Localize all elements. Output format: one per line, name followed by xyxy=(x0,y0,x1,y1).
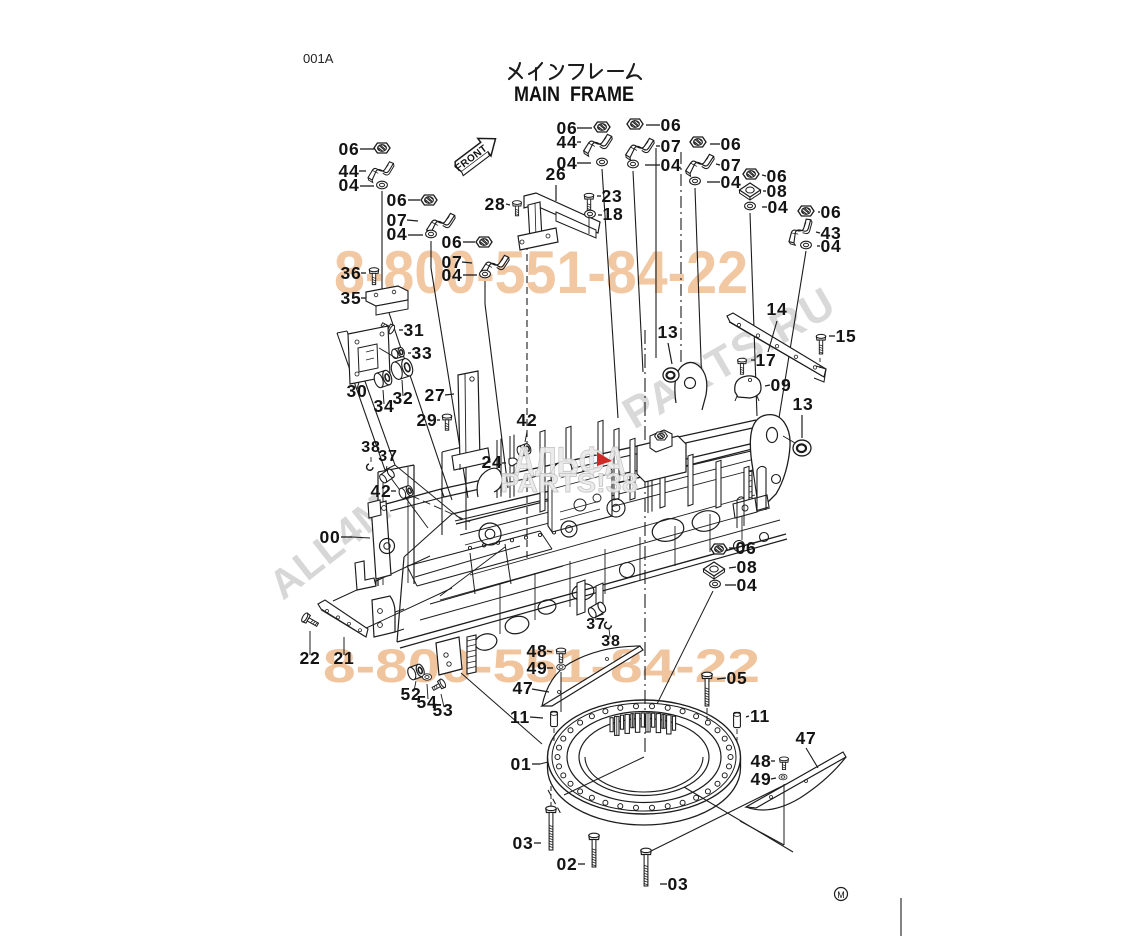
svg-text:47: 47 xyxy=(512,678,533,698)
svg-text:09: 09 xyxy=(770,375,791,395)
svg-text:30: 30 xyxy=(346,381,367,401)
svg-text:04: 04 xyxy=(736,575,757,595)
svg-text:M: M xyxy=(837,890,845,900)
svg-text:11: 11 xyxy=(750,706,770,726)
svg-text:04: 04 xyxy=(660,155,681,175)
svg-text:28: 28 xyxy=(484,194,505,214)
svg-text:44: 44 xyxy=(556,132,577,152)
svg-text:07: 07 xyxy=(720,155,741,175)
svg-text:06: 06 xyxy=(820,202,841,222)
svg-text:03: 03 xyxy=(667,874,688,894)
svg-text:44: 44 xyxy=(338,161,359,181)
svg-text:53: 53 xyxy=(432,700,453,720)
svg-text:PARTS!38: PARTS!38 xyxy=(500,468,638,498)
svg-text:02: 02 xyxy=(556,854,577,874)
svg-text:11: 11 xyxy=(510,707,530,727)
svg-text:29: 29 xyxy=(416,410,437,430)
svg-text:07: 07 xyxy=(660,136,681,156)
svg-text:47: 47 xyxy=(795,728,816,748)
svg-text:06: 06 xyxy=(720,134,741,154)
svg-text:00: 00 xyxy=(319,527,340,547)
svg-text:06: 06 xyxy=(386,190,407,210)
svg-text:37: 37 xyxy=(586,616,605,633)
svg-text:26: 26 xyxy=(545,164,566,184)
svg-text:04: 04 xyxy=(441,265,462,285)
svg-text:08: 08 xyxy=(736,557,757,577)
svg-text:27: 27 xyxy=(424,385,445,405)
svg-text:18: 18 xyxy=(602,204,623,224)
svg-text:04: 04 xyxy=(767,197,788,217)
svg-text:21: 21 xyxy=(333,648,354,668)
svg-text:36: 36 xyxy=(340,263,361,283)
svg-text:04: 04 xyxy=(556,153,577,173)
svg-text:04: 04 xyxy=(386,224,407,244)
svg-text:22: 22 xyxy=(299,648,320,668)
svg-text:06: 06 xyxy=(735,538,756,558)
svg-text:15: 15 xyxy=(835,326,856,346)
svg-text:42: 42 xyxy=(370,481,391,501)
svg-text:13: 13 xyxy=(792,394,813,414)
svg-text:06: 06 xyxy=(338,139,359,159)
svg-text:04: 04 xyxy=(338,175,359,195)
svg-text:34: 34 xyxy=(373,396,394,416)
svg-text:06: 06 xyxy=(556,118,577,138)
svg-text:49: 49 xyxy=(526,658,547,678)
svg-text:08: 08 xyxy=(766,181,787,201)
svg-text:48: 48 xyxy=(526,641,547,661)
svg-text:37: 37 xyxy=(378,448,397,465)
svg-text:001A: 001A xyxy=(303,51,334,66)
svg-text:54: 54 xyxy=(416,692,437,712)
svg-text:14: 14 xyxy=(766,299,787,319)
svg-text:06: 06 xyxy=(766,166,787,186)
svg-text:05: 05 xyxy=(726,668,747,688)
svg-text:43: 43 xyxy=(820,223,841,243)
svg-text:32: 32 xyxy=(392,388,413,408)
svg-text:49: 49 xyxy=(750,769,771,789)
svg-text:13: 13 xyxy=(657,322,678,342)
svg-text:06: 06 xyxy=(441,232,462,252)
svg-text:38: 38 xyxy=(601,633,620,650)
svg-text:35: 35 xyxy=(340,288,361,308)
svg-text:07: 07 xyxy=(441,252,462,272)
svg-text:04: 04 xyxy=(720,172,741,192)
svg-text:33: 33 xyxy=(411,343,432,363)
svg-text:АЛЬФА: АЛЬФА xyxy=(513,438,626,485)
svg-text:17: 17 xyxy=(755,350,776,370)
svg-text:52: 52 xyxy=(400,684,421,704)
svg-text:8-800-551-84-22: 8-800-551-84-22 xyxy=(323,639,760,692)
svg-text:MAIN FRAME: MAIN FRAME xyxy=(514,83,634,106)
svg-text:42: 42 xyxy=(516,410,537,430)
svg-text:23: 23 xyxy=(601,186,622,206)
svg-text:06: 06 xyxy=(660,115,681,135)
svg-text:03: 03 xyxy=(512,833,533,853)
svg-text:01: 01 xyxy=(510,754,531,774)
svg-text:31: 31 xyxy=(403,320,424,340)
svg-text:48: 48 xyxy=(750,751,771,771)
svg-text:24: 24 xyxy=(481,452,502,472)
svg-text:38: 38 xyxy=(361,439,380,456)
svg-text:07: 07 xyxy=(386,210,407,230)
svg-text:04: 04 xyxy=(820,236,841,256)
